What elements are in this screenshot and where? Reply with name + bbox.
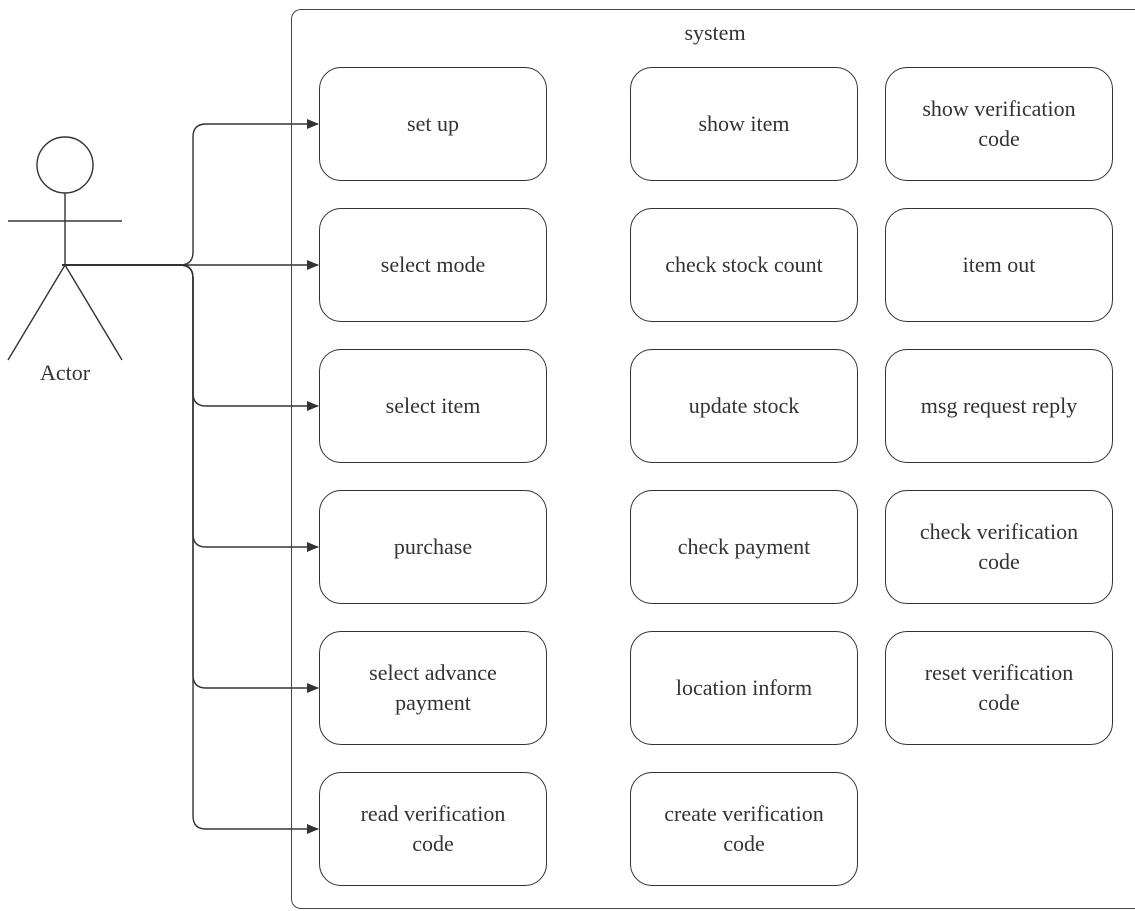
use-case-label: show item (698, 111, 790, 136)
use-case-read-verification-code: read verification code (319, 772, 547, 886)
use-case-select-item: select item (319, 349, 547, 463)
use-case-label: check verification code (919, 519, 1079, 574)
actor-figure (7, 136, 123, 361)
use-case-label: item out (962, 252, 1036, 277)
use-case-update-stock: update stock (630, 349, 858, 463)
use-case-label: read verification code (360, 801, 506, 856)
use-case-show-item: show item (630, 67, 858, 181)
association-line-set-up (62, 119, 319, 266)
use-case-location-inform: location inform (630, 631, 858, 745)
use-case-item-out: item out (885, 208, 1113, 322)
use-case-check-payment: check payment (630, 490, 858, 604)
use-case-label: msg request reply (920, 393, 1078, 418)
use-case-label: select item (385, 393, 481, 418)
association-line-read-verification-code (62, 264, 319, 834)
association-line-select-advance-payment (62, 264, 319, 693)
use-case-label: check payment (677, 534, 811, 559)
use-case-check-stock-count: check stock count (630, 208, 858, 322)
use-case-label: location inform (675, 675, 813, 700)
use-case-select-mode: select mode (319, 208, 547, 322)
use-case-label: reset verification code (924, 660, 1074, 715)
use-case-set-up: set up (319, 67, 547, 181)
system-boundary (291, 9, 1135, 909)
actor-head (36, 136, 94, 194)
use-case-check-verification-code: check verification code (885, 490, 1113, 604)
use-case-label: set up (407, 111, 459, 136)
use-case-reset-verification-code: reset verification code (885, 631, 1113, 745)
system-label: system (684, 20, 746, 45)
use-case-label: select advance payment (369, 660, 497, 715)
use-case-select-advance-payment: select advance payment (319, 631, 547, 745)
use-case-label: show verification code (922, 96, 1076, 151)
use-case-label: purchase (393, 534, 473, 559)
association-lines (62, 119, 319, 834)
use-case-label: update stock (688, 393, 800, 418)
use-case-show-verification-code: show verification code (885, 67, 1113, 181)
actor-right-leg (64, 264, 123, 361)
actor-left-leg (7, 264, 66, 361)
use-case-create-verification-code: create verification code (630, 772, 858, 886)
use-case-purchase: purchase (319, 490, 547, 604)
use-case-msg-request-reply: msg request reply (885, 349, 1113, 463)
use-case-label: select mode (380, 252, 486, 277)
actor-label: Actor (39, 360, 91, 385)
use-case-label: create verification code (664, 801, 824, 856)
use-case-label: check stock count (665, 252, 823, 277)
